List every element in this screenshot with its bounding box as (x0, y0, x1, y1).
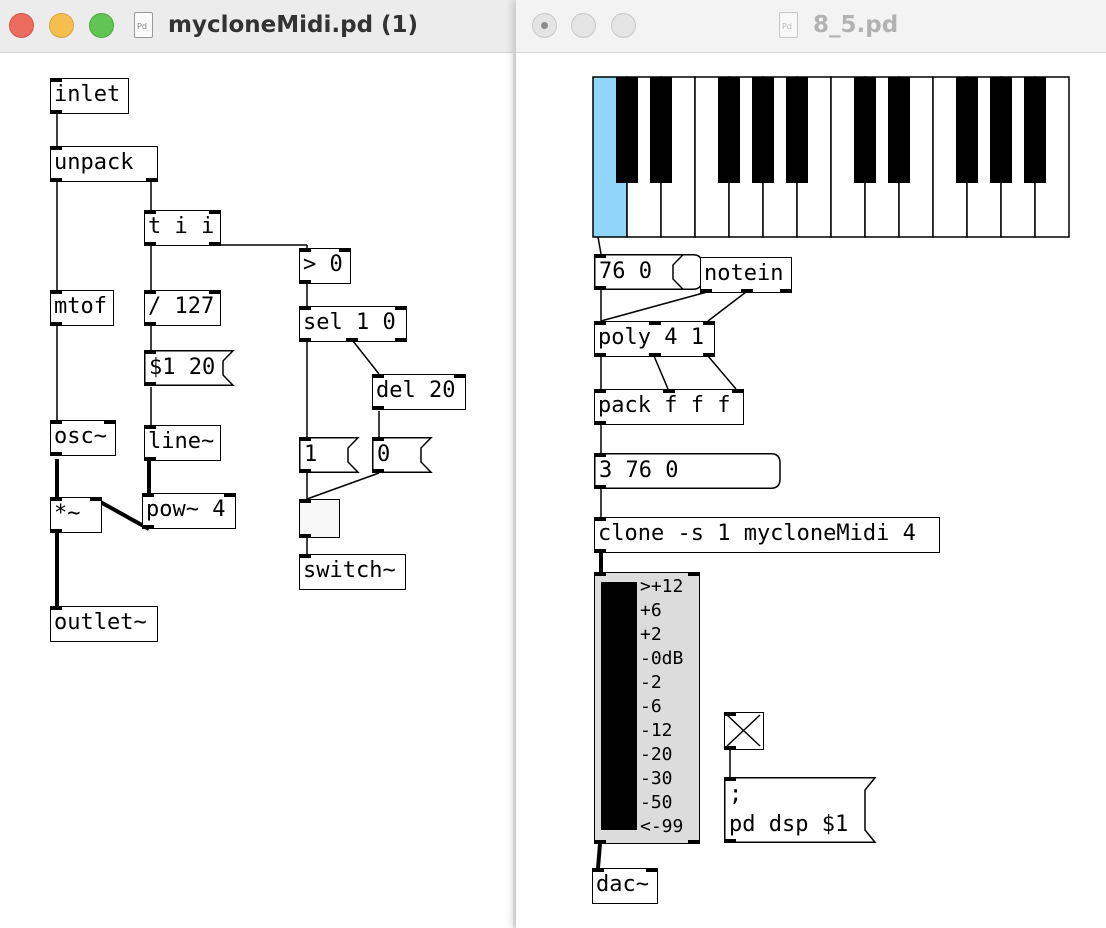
piano-black-key[interactable] (990, 77, 1012, 183)
close-button[interactable] (9, 13, 34, 38)
piano-black-key[interactable] (888, 77, 910, 183)
inlet-object[interactable]: inlet (50, 78, 129, 114)
zoom-button[interactable] (89, 13, 114, 38)
message-zero[interactable]: 0 (372, 437, 433, 473)
window-title: 8_5.pd (813, 12, 899, 38)
unpack-object[interactable]: unpack (50, 146, 158, 182)
piano-keyboard[interactable] (592, 76, 1070, 238)
dsp-toggle[interactable] (724, 712, 764, 750)
pd-file-icon: Pd (134, 12, 153, 38)
sel-object[interactable]: sel 1 0 (299, 306, 407, 342)
piano-black-key[interactable] (616, 77, 638, 183)
patch-cords (596, 236, 747, 869)
vu-label: -30 (640, 768, 673, 789)
minimize-button[interactable] (571, 13, 596, 38)
piano-black-key[interactable] (752, 77, 774, 183)
mtof-object[interactable]: mtof (50, 290, 114, 326)
osc-object[interactable]: osc~ (50, 420, 116, 456)
piano-black-key[interactable] (1024, 77, 1046, 183)
patch-cords (55, 113, 380, 606)
greater-than-object[interactable]: > 0 (299, 248, 351, 284)
outlet-object[interactable]: outlet~ (50, 606, 158, 642)
vu-label: +6 (640, 600, 662, 621)
window-title: mycloneMidi.pd (1) (168, 12, 419, 38)
vu-label: -2 (640, 672, 662, 693)
patch-window-myclonemidi: Pd mycloneMidi.pd (1) (0, 0, 513, 928)
titlebar: Pd 8_5.pd (516, 0, 1106, 53)
note-message-shape (594, 254, 703, 290)
delay-object[interactable]: del 20 (372, 374, 466, 410)
trigger-object[interactable]: t i i (144, 210, 221, 246)
bang-button[interactable] (299, 499, 340, 538)
close-button[interactable] (532, 13, 557, 38)
titlebar: Pd mycloneMidi.pd (1) (0, 0, 513, 53)
vu-label: -50 (640, 792, 673, 813)
notein-object[interactable]: notein (700, 257, 792, 293)
divide-object[interactable]: / 127 (144, 290, 221, 326)
piano-black-key[interactable] (650, 77, 672, 183)
message-one[interactable]: 1 (299, 437, 360, 473)
vu-label: -12 (640, 720, 673, 741)
ramp-message[interactable]: $1 20 (144, 350, 235, 386)
vu-meter-bar (601, 582, 637, 830)
line-object[interactable]: line~ (144, 425, 221, 461)
patch-window-8-5: Pd 8_5.pd (516, 0, 1106, 928)
pack-object[interactable]: pack f f f (594, 389, 744, 425)
vu-label: >+12 (640, 576, 684, 597)
pd-file-icon: Pd (779, 12, 798, 38)
switch-object[interactable]: switch~ (299, 554, 406, 590)
vu-label: -6 (640, 696, 662, 717)
piano-black-key[interactable] (718, 77, 740, 183)
patch-canvas[interactable]: inlet unpack t i i > 0 mtof / 127 sel 1 … (0, 53, 513, 928)
vu-label: +2 (640, 624, 662, 645)
vu-meter[interactable]: >+12 +6 +2 -0dB -2 -6 -12 -20 -30 -50 <-99 (594, 572, 700, 844)
multiply-object[interactable]: *~ (50, 497, 102, 533)
vu-label: -20 (640, 744, 673, 765)
poly-object[interactable]: poly 4 1 (594, 321, 715, 357)
zoom-button[interactable] (611, 13, 636, 38)
clone-object[interactable]: clone -s 1 mycloneMidi 4 (594, 517, 940, 553)
voice-message[interactable]: 3 76 0 (594, 453, 782, 489)
minimize-button[interactable] (49, 13, 74, 38)
vu-scale: >+12 +6 +2 -0dB -2 -6 -12 -20 -30 -50 <-99 (640, 575, 683, 839)
vu-label: <-99 (640, 816, 684, 837)
pow-object[interactable]: pow~ 4 (142, 493, 236, 529)
piano-black-key[interactable] (786, 77, 808, 183)
piano-black-key[interactable] (956, 77, 978, 183)
dsp-message[interactable]: ; pd dsp $1 (724, 777, 878, 843)
patch-canvas[interactable]: 76 0 notein poly 4 1 pack f f f 3 76 0 c… (516, 53, 1106, 928)
dac-object[interactable]: dac~ (592, 868, 658, 904)
piano-black-key[interactable] (854, 77, 876, 183)
vu-label: -0dB (640, 648, 684, 669)
